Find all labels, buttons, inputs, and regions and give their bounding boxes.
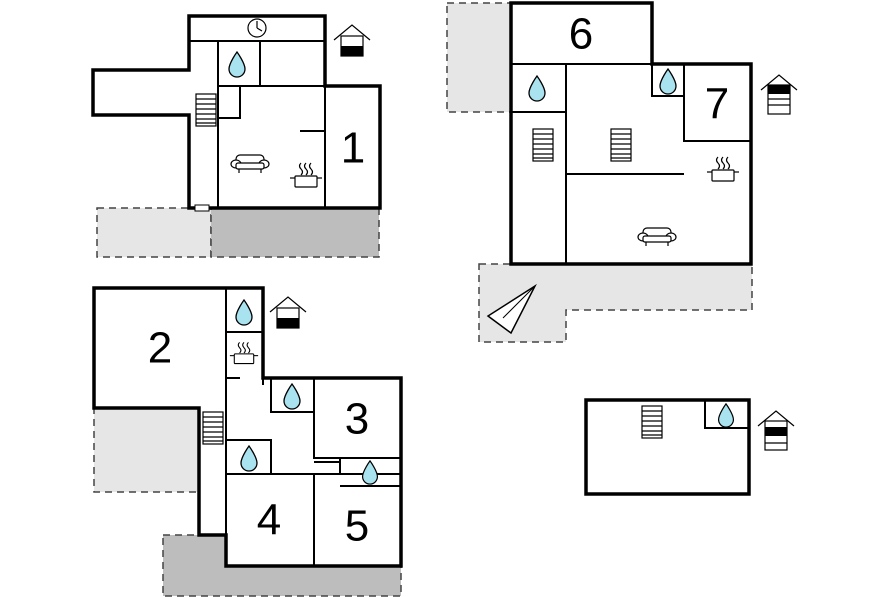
- outer-wall: [584, 398, 751, 496]
- cooking-pot-icon: [289, 162, 323, 188]
- stairs-icon: [641, 405, 663, 439]
- outer-wall: [91, 14, 382, 210]
- water-drop-icon: [240, 445, 258, 472]
- terrace-west: [93, 407, 200, 493]
- terrace-south: [478, 263, 753, 343]
- stairs-icon: [195, 93, 217, 127]
- house-floor-icon: [333, 24, 371, 57]
- water-drop-icon: [283, 383, 301, 410]
- unit-5-label: 5: [345, 502, 369, 551]
- building-bottom-left: 2 3 4 5: [92, 286, 403, 597]
- building-bottom-right: [584, 398, 795, 496]
- building-top-left: 1: [91, 14, 382, 258]
- sofa-icon: [230, 154, 270, 174]
- water-drop-icon: [235, 299, 253, 326]
- water-drop-icon: [717, 403, 735, 428]
- unit-3-label: 3: [345, 395, 369, 444]
- house-floor-icon: [760, 74, 798, 115]
- house-floor-icon: [757, 410, 795, 451]
- terrace-south: [210, 207, 380, 258]
- stairs-icon: [610, 128, 632, 162]
- unit-7-label: 7: [705, 80, 729, 129]
- unit-6-label: 6: [569, 10, 593, 59]
- stairs-icon: [532, 128, 554, 162]
- terrace-north-west: [446, 2, 512, 113]
- outer-wall: [509, 1, 753, 266]
- clock-icon: [247, 18, 267, 38]
- compass-pointer-icon: [486, 283, 537, 335]
- house-floor-icon: [269, 296, 307, 329]
- cooking-pot-icon: [229, 341, 259, 365]
- unit-4-label: 4: [257, 496, 281, 545]
- water-drop-icon: [659, 68, 677, 95]
- water-drop-icon: [528, 75, 546, 102]
- water-drop-icon: [228, 51, 246, 78]
- unit-1-label: 1: [341, 124, 365, 173]
- water-drop-icon: [361, 460, 379, 485]
- building-top-right: 6 7: [446, 1, 798, 343]
- outer-wall: [92, 286, 403, 568]
- stairs-icon: [202, 411, 224, 445]
- cooking-pot-icon: [706, 156, 740, 182]
- terrace-west: [96, 207, 212, 258]
- unit-2-label: 2: [148, 324, 172, 373]
- sofa-icon: [637, 227, 677, 247]
